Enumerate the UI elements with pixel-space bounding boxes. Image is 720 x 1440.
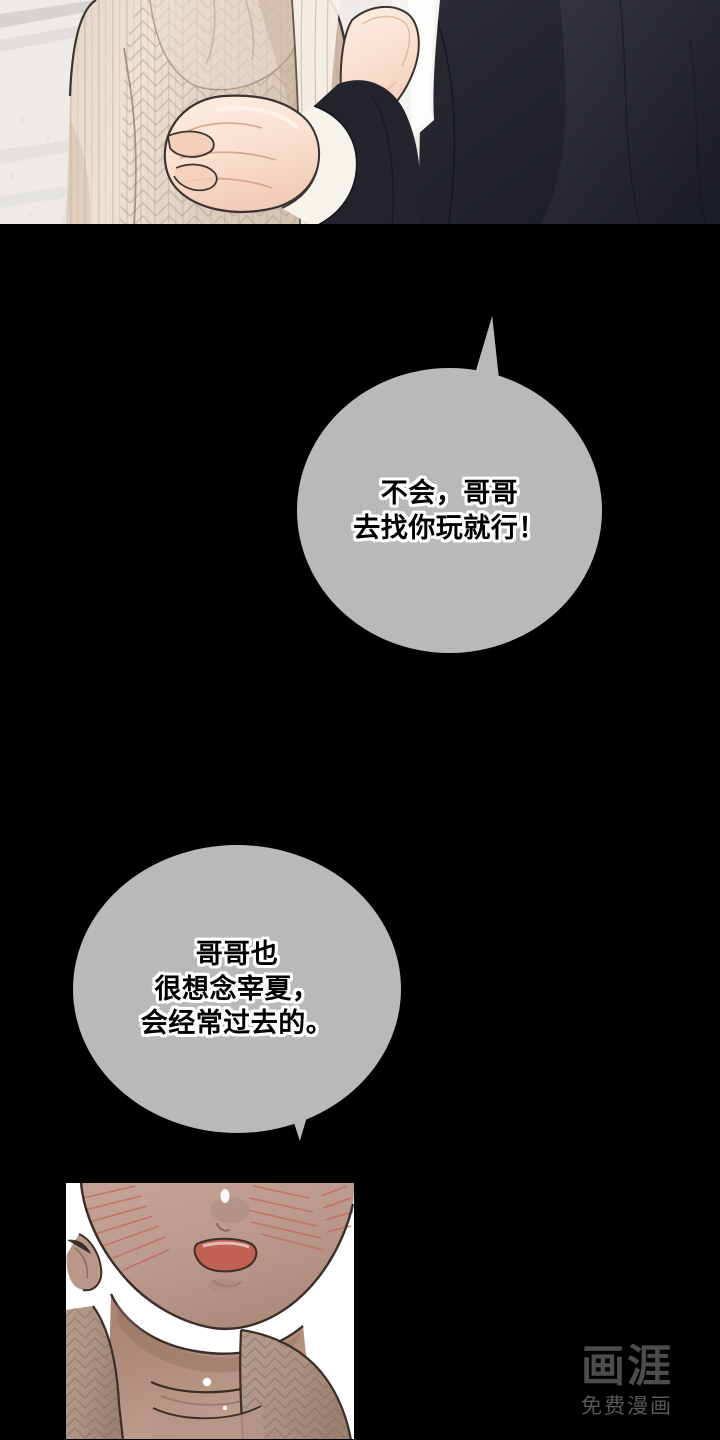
panel-top: [0, 0, 720, 227]
watermark: 画涯 免费漫画: [552, 1342, 702, 1418]
speech-bubble-2-text: 哥哥也 很想念宰夏， 会经常过去的。: [141, 937, 334, 1041]
speech-bubble-1-text: 不会，哥哥 去找你玩就行！: [353, 476, 546, 545]
speech-bubble-2-line-1: 哥哥也: [195, 939, 279, 970]
panel-top-artwork: [0, 0, 720, 227]
speech-bubble-2: 哥哥也 很想念宰夏， 会经常过去的。: [73, 845, 401, 1141]
speech-bubble-1-line-2: 去找你玩就行！: [353, 512, 546, 543]
speech-bubble-1: 不会，哥哥 去找你玩就行！: [297, 316, 602, 653]
speech-bubble-2-line-2: 很想念宰夏，: [154, 973, 320, 1004]
panel-bottom-artwork: [65, 1182, 355, 1440]
speech-bubble-1-body: [297, 368, 602, 653]
speech-bubble-2-line-3: 会经常过去的。: [140, 1008, 334, 1039]
speech-bubble-2-body: [73, 845, 401, 1133]
panel-bottom: [65, 1182, 355, 1440]
watermark-logo: 画涯: [581, 1342, 673, 1392]
speech-bubble-1-line-1: 不会，哥哥: [380, 477, 519, 508]
watermark-subtitle: 免费漫画: [581, 1394, 673, 1418]
